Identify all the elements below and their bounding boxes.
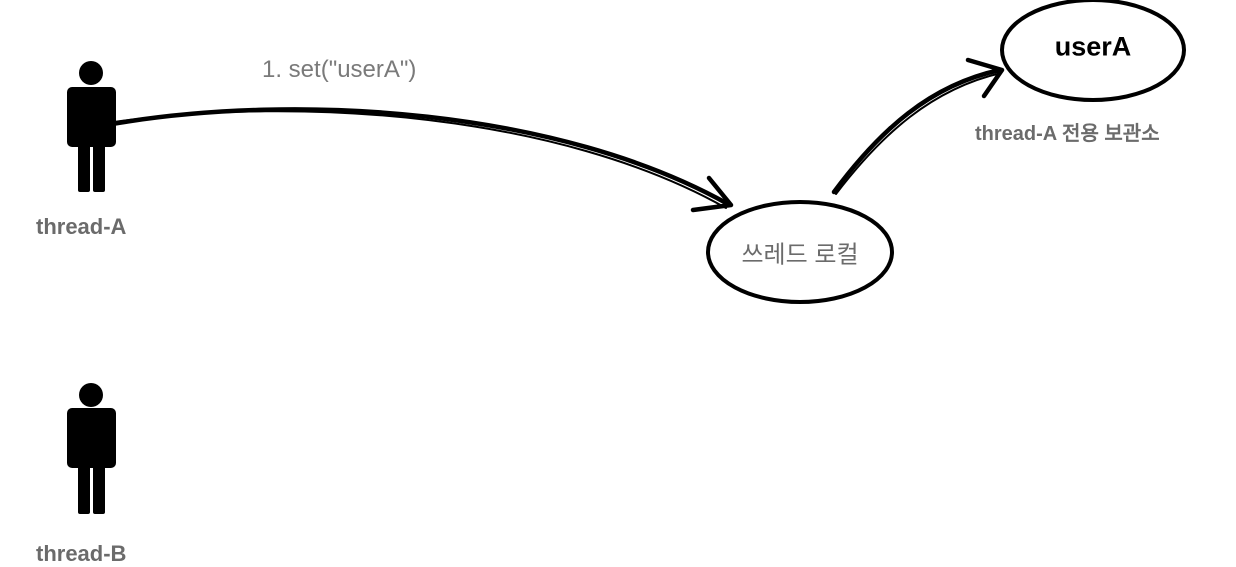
arrow-thread-local-to-user-a: [831, 57, 1005, 195]
user-a-label: userA: [1054, 31, 1132, 62]
arrow-thread-a-to-thread-local: [109, 107, 734, 213]
set-call-label: 1. set("userA"): [262, 56, 417, 83]
thread-local-label: 쓰레드 로컬: [741, 241, 859, 269]
thread-b-person-icon: [67, 383, 116, 514]
thread-local-node: [706, 200, 894, 304]
thread-a-label: thread-A: [36, 214, 127, 239]
thread-a-person-icon: [67, 61, 116, 192]
user-a-store-caption: thread-A 전용 보관소: [975, 123, 1160, 145]
user-a-store-node: [1000, 0, 1186, 102]
thread-b-label: thread-B: [36, 541, 127, 566]
